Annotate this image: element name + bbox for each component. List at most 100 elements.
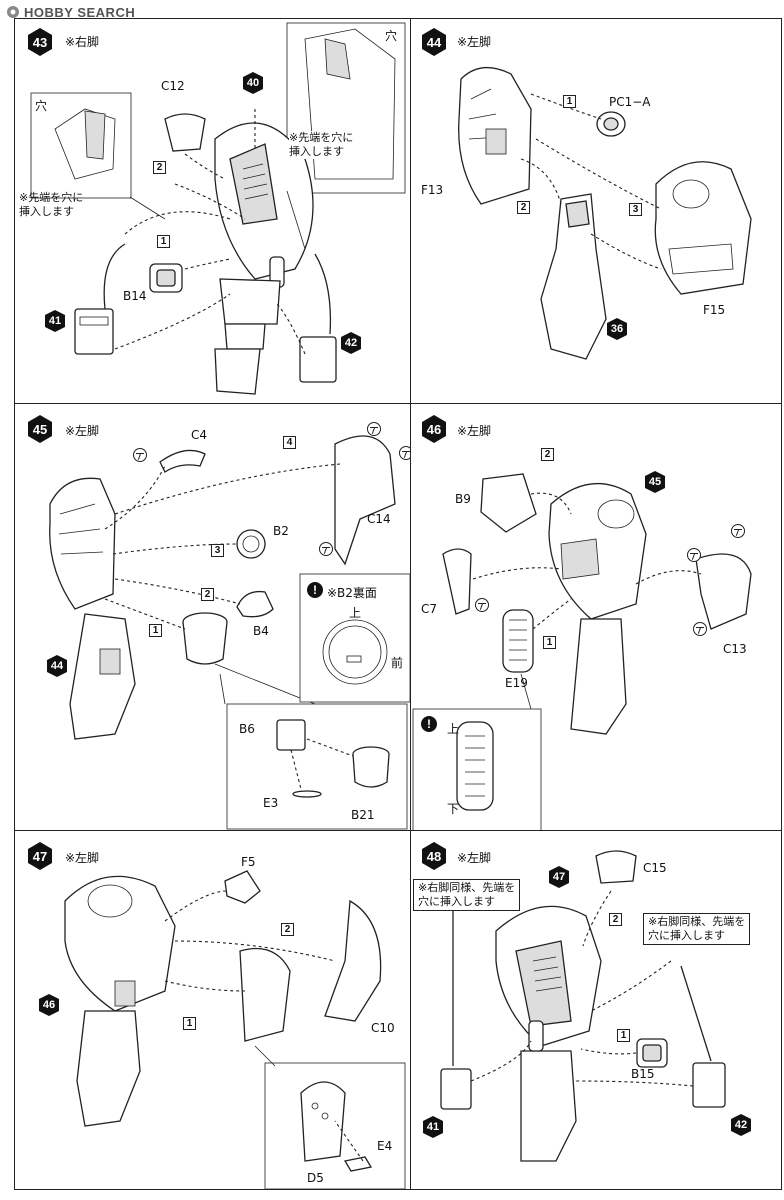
watermark-text: HOBBY SEARCH: [24, 4, 136, 20]
part-label-c10: C10: [371, 1021, 395, 1035]
left-leg-final-illustration: [440, 850, 726, 1162]
part-label-b15: B15: [631, 1067, 655, 1081]
part-ref-number: 41: [48, 315, 62, 327]
step-panel-46: 46 ※左脚 B9 C7 E19 C13 ! 上 下 2 1 45: [410, 403, 782, 831]
part-label-f5: F5: [241, 855, 256, 869]
part-label-b21: B21: [351, 808, 375, 822]
part-label-e19: E19: [505, 676, 528, 690]
callout-title: ※B2裏面: [327, 586, 377, 600]
insertion-note: ※右脚同様、先端を 穴に挿入します: [413, 879, 521, 911]
part-label-f15: F15: [703, 303, 726, 317]
substep-marker: 2: [517, 201, 530, 214]
part-ref-number: 40: [246, 77, 260, 89]
panel-title: ※左脚: [457, 424, 492, 438]
substep-marker: 2: [541, 448, 554, 461]
substep-marker: 1: [157, 235, 170, 248]
step-number: 47: [32, 848, 48, 864]
substep-marker: 2: [609, 913, 622, 926]
step-panel-48: 48 ※左脚 C15 B15 ※右脚同様、先端を 穴に挿入します ※右脚同様、先…: [410, 830, 782, 1190]
substep-marker: 2: [153, 161, 166, 174]
part-ref-number: 41: [426, 1121, 440, 1133]
part-ref-number: 42: [344, 337, 358, 349]
callout-front-label: 前: [391, 656, 404, 670]
part-ref-number: 45: [648, 476, 662, 488]
step-number-badge: 46: [419, 414, 449, 444]
step-panel-47: 47 ※左脚 F5 C10 E4 D5 2 1 46: [14, 830, 412, 1190]
part-ref-badge: 42: [339, 331, 363, 355]
insertion-note: ※先端を穴に 挿入します: [289, 131, 354, 159]
hobby-search-logo-icon: [7, 6, 19, 18]
step-number-badge: 48: [419, 841, 449, 871]
part-ref-badge: 36: [605, 317, 629, 341]
part-label-c7: C7: [421, 602, 438, 616]
part-label-pc1-a: PC1−A: [609, 95, 651, 109]
part-ref-badge: 46: [37, 993, 61, 1017]
part-ref-number: 36: [610, 323, 624, 335]
part-label-c13: C13: [723, 642, 747, 656]
callout-down-label: 下: [447, 802, 460, 816]
substep-marker: 3: [629, 203, 642, 216]
step-number-badge: 45: [25, 414, 55, 444]
step-number: 48: [426, 848, 442, 864]
left-leg-panels-illustration: [412, 473, 752, 830]
step-number: 43: [32, 34, 48, 50]
step-number: 44: [426, 34, 442, 50]
panel-title: ※左脚: [65, 851, 100, 865]
insertion-note: ※右脚同様、先端を 穴に挿入します: [643, 913, 751, 945]
part-ref-badge: 40: [241, 71, 265, 95]
substep-marker: 4: [283, 436, 296, 449]
gate-cut-icon: [475, 598, 489, 612]
gate-cut-icon: [367, 422, 381, 436]
panel-title: ※左脚: [457, 851, 492, 865]
part-ref-badge: 45: [643, 470, 667, 494]
step-number: 46: [426, 421, 442, 437]
step-number-badge: 43: [25, 27, 55, 57]
substep-marker: 2: [281, 923, 294, 936]
step-number-badge: 47: [25, 841, 55, 871]
caution-icon: !: [307, 582, 323, 598]
substep-marker: 1: [617, 1029, 630, 1042]
part-label-d5: D5: [307, 1171, 324, 1185]
part-ref-badge: 47: [547, 865, 571, 889]
part-label-e3: E3: [263, 796, 279, 810]
gate-cut-icon: [693, 622, 707, 636]
step-panel-43: 43 ※右脚 C12 B14 穴 穴 ※先端を穴に 挿入します ※先端を穴に 挿…: [14, 18, 412, 404]
panel-title: ※右脚: [65, 35, 100, 49]
substep-marker: 1: [543, 636, 556, 649]
substep-marker: 1: [149, 624, 162, 637]
part-label-b6: B6: [239, 722, 255, 736]
part-ref-number: 42: [734, 1119, 748, 1131]
part-label-b14: B14: [123, 289, 147, 303]
part-ref-badge: 42: [729, 1113, 753, 1137]
part-label-b9: B9: [455, 492, 471, 506]
part-label-c4: C4: [191, 428, 208, 442]
caution-icon: !: [421, 716, 437, 732]
insertion-note: ※先端を穴に 挿入します: [19, 191, 84, 218]
step-panel-44: 44 ※左脚 PC1−A F13 F15 1 2 3 36: [410, 18, 782, 404]
hole-label: 穴: [35, 99, 48, 113]
part-label-c14: C14: [367, 512, 391, 526]
part-ref-badge: 44: [45, 654, 69, 678]
part-ref-number: 46: [42, 999, 56, 1011]
callout-up-label: 上: [447, 722, 460, 736]
panel-title: ※左脚: [457, 35, 492, 49]
part-ref-number: 44: [50, 660, 64, 672]
left-leg-cover-illustration: [64, 870, 406, 1189]
gate-cut-icon: [319, 542, 333, 556]
part-label-e4: E4: [377, 1139, 393, 1153]
gate-cut-icon: [133, 448, 147, 462]
step-number-badge: 44: [419, 27, 449, 57]
part-label-c15: C15: [643, 861, 667, 875]
part-label-f13: F13: [421, 183, 444, 197]
panel-title: ※左脚: [65, 424, 100, 438]
substep-marker: 3: [211, 544, 224, 557]
part-label-c12: C12: [161, 79, 185, 93]
part-ref-badge: 41: [43, 309, 67, 333]
substep-marker: 1: [183, 1017, 196, 1030]
left-leg-assembly-illustration: [458, 67, 752, 360]
part-label-b4: B4: [253, 624, 269, 638]
gate-cut-icon: [687, 548, 701, 562]
substep-marker: 2: [201, 588, 214, 601]
callout-up-label: 上: [349, 606, 362, 620]
watermark: HOBBY SEARCH: [6, 2, 135, 22]
